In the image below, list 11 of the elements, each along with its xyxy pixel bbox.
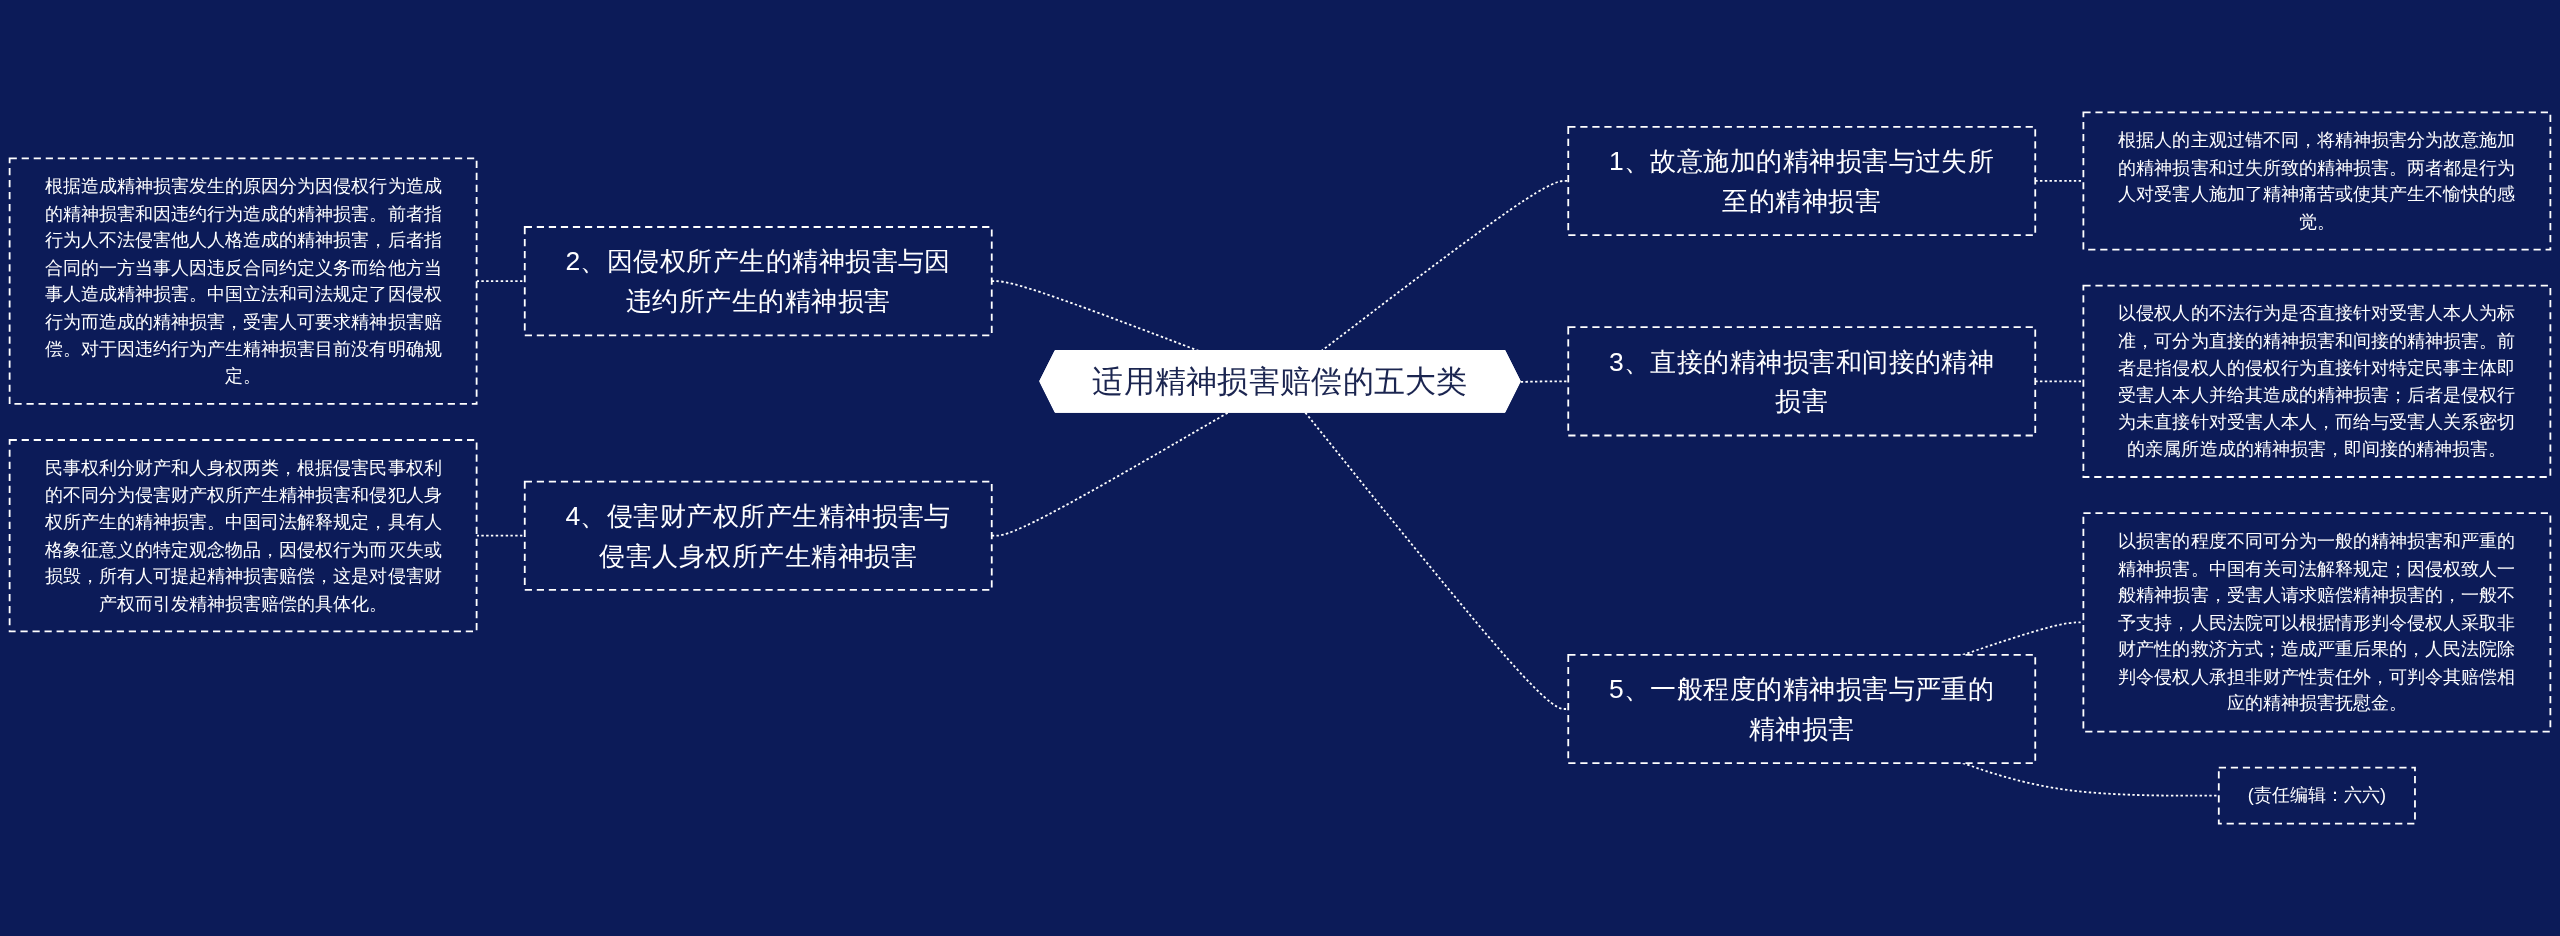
node-box: 5、一般程度的精神损害与严重的精神损害 xyxy=(1567,653,2037,765)
node-box: 以侵权人的不法行为是否直接针对受害人本人为标准，可分为直接的精神损害和间接的精神损害。前者是指侵权人的侵权行为直接针对特定民事主体即受害人本人并给其造成的精神损害；后者是侵权行为未直接针对受害人本人，而给与受害人关系密切的亲属所造成的精神损害，即间接的精神损害。 xyxy=(2082,284,2552,478)
node-box: 根据人的主观过错不同，将精神损害分为故意施加的精神损害和过失所致的精神损害。两者都是行为人对受害人施加了精神痛苦或使其产生不愉快的感觉。 xyxy=(2082,111,2552,251)
node-box: 4、侵害财产权所产生精神损害与侵害人身权所产生精神损害 xyxy=(523,480,993,591)
node-box: (责任编辑：六六) xyxy=(2217,766,2416,825)
node-box: 3、直接的精神损害和间接的精神损害 xyxy=(1567,326,2037,437)
node-box: 1、故意施加的精神损害与过失所至的精神损害 xyxy=(1567,125,2037,236)
node-box: 2、因侵权所产生的精神损害与因违约所产生的精神损害 xyxy=(523,226,993,337)
node-box: 民事权利分财产和人身权两类，根据侵害民事权利的不同分为侵害财产权所产生精神损害和侵犯人身权所产生的精神损害。中国司法解释规定，具有人格象征意义的特定观念物品，因侵权行为而灭失或损毁，所有人可提起精神损害赔偿，这是对侵害财产权而引发精神损害赔偿的具体化。 xyxy=(8,439,478,633)
node-box: 以损害的程度不同可分为一般的精神损害和严重的精神损害。中国有关司法解释规定；因侵权致人一般精神损害，受害人请求赔偿精神损害的，一般不予支持，人民法院可以根据情形判令侵权人采取非财产性的救济方式；造成严重后果的，人民法院除判令侵权人承担非财产性责任外，可判令其赔偿相应的精神损害抚慰金。 xyxy=(2082,512,2552,733)
node-box: 根据造成精神损害发生的原因分为因侵权行为造成的精神损害和因违约行为造成的精神损害。前者指行为人不法侵害他人人格造成的精神损害，后者指合同的一方当事人因违反合同约定义务而给他方当事人造成精神损害。中国立法和司法规定了因侵权行为而造成的精神损害，受害人可要求精神损害赔偿。对于因违约行为产生精神损害目前没有明确规定。 xyxy=(8,157,478,405)
